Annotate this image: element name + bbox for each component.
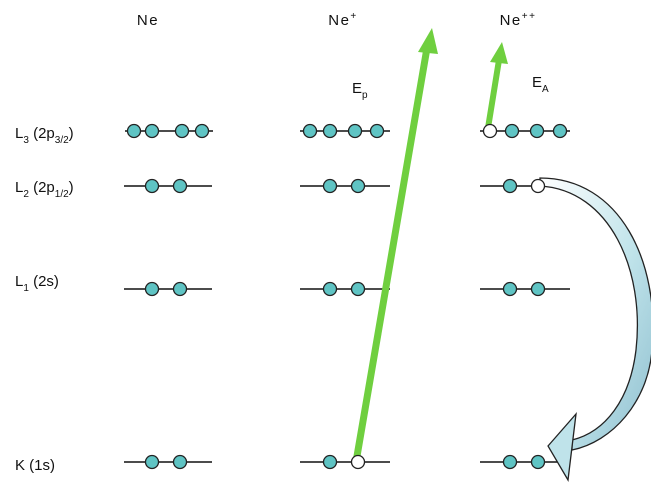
- photoelectron-arrow-head: [418, 28, 438, 54]
- auger-transition-arrow: [539, 177, 651, 482]
- electron-ne-plus-l1-1: [350, 281, 366, 297]
- electron-ne-plus-k-0: [322, 454, 338, 470]
- electron-layer: [126, 123, 568, 470]
- auger-arrow-shaft: [485, 57, 502, 131]
- transition-arrow-body: [539, 177, 651, 451]
- electron-ne-plus-l3-0: [302, 123, 318, 139]
- electron-ne-l3-0: [126, 123, 142, 139]
- electron-ne-plus-l2-1: [350, 178, 366, 194]
- electron-ne-plusplus-l3-3: [552, 123, 568, 139]
- electron-ne-plus-l3-1: [322, 123, 338, 139]
- auger-electron-arrow: [485, 42, 508, 131]
- electron-ne-plusplus-l1-0: [502, 281, 518, 297]
- electron-ne-l3-1: [144, 123, 160, 139]
- electron-ne-l3-2: [174, 123, 190, 139]
- electron-ne-l1-1: [172, 281, 188, 297]
- level-label-l3: L3 (2p3/2): [15, 125, 74, 146]
- auger-arrow-head: [490, 42, 508, 64]
- electron-ne-plusplus-l3-1: [504, 123, 520, 139]
- hole-ne-plusplus-l3-0: [482, 123, 498, 139]
- photoelectron-arrow: [352, 28, 438, 466]
- transition-arrow-head: [547, 411, 577, 482]
- column-title-ne-plusplus: Ne++: [500, 11, 537, 29]
- hole-ne-plus-k-1: [350, 454, 366, 470]
- electron-ne-l3-3: [194, 123, 210, 139]
- electron-ne-l2-1: [172, 178, 188, 194]
- column-title-ne: Ne: [137, 12, 159, 29]
- auger-energy-label: EA: [532, 74, 549, 95]
- electron-ne-k-0: [144, 454, 160, 470]
- electron-ne-plusplus-k-0: [502, 454, 518, 470]
- column-title-ne-plus: Ne+: [328, 11, 358, 29]
- hole-ne-plusplus-l2-1: [530, 178, 546, 194]
- electron-ne-plus-l2-0: [322, 178, 338, 194]
- level-label-l2: L2 (2p1/2): [15, 179, 74, 200]
- photoelectron-energy-label: Ep: [352, 80, 368, 101]
- electron-ne-plus-l3-2: [347, 123, 363, 139]
- electron-ne-plusplus-l2-0: [502, 178, 518, 194]
- electron-ne-plusplus-l3-2: [529, 123, 545, 139]
- level-label-l1: L1 (2s): [15, 273, 59, 294]
- electron-ne-l1-0: [144, 281, 160, 297]
- electron-ne-plus-l3-3: [369, 123, 385, 139]
- electron-ne-plusplus-k-1: [530, 454, 546, 470]
- photoelectron-arrow-shaft: [352, 44, 431, 466]
- level-lines: [124, 130, 570, 463]
- electron-ne-plusplus-l1-1: [530, 281, 546, 297]
- electron-ne-k-1: [172, 454, 188, 470]
- electron-ne-l2-0: [144, 178, 160, 194]
- electron-ne-plus-l1-0: [322, 281, 338, 297]
- level-label-k: K (1s): [15, 457, 55, 474]
